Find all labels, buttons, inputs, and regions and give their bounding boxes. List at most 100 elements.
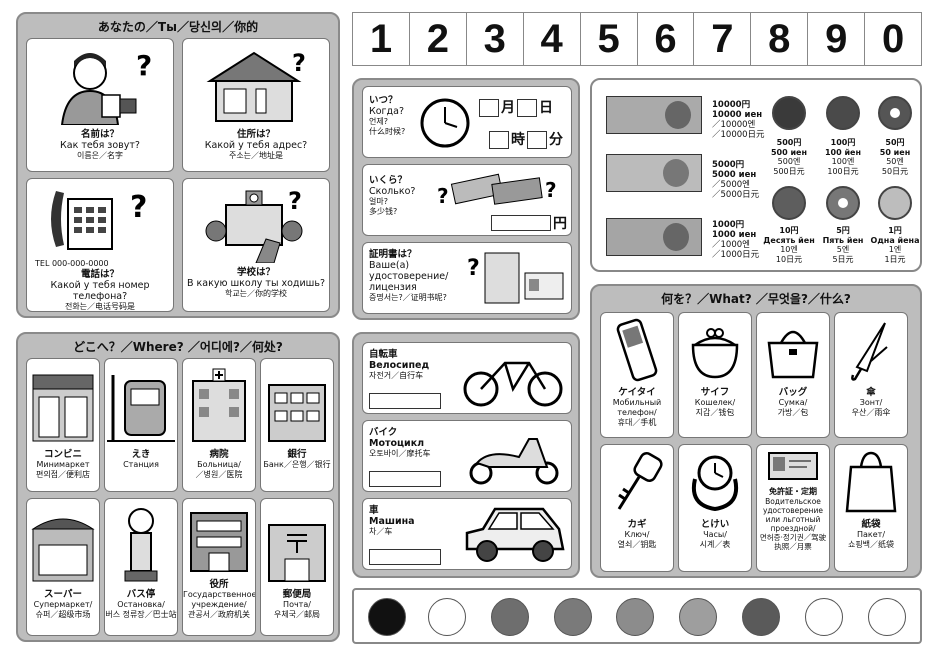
color-swatch[interactable] xyxy=(368,598,406,636)
bicycle-input[interactable] xyxy=(369,393,441,409)
number-cell[interactable]: 7 xyxy=(694,13,752,65)
car-card[interactable]: 車 Машина 차／车 xyxy=(362,498,572,570)
what-label-kr: 열쇠／钥匙 xyxy=(617,540,657,549)
name-card[interactable]: ? 名前は？ Как тебя зовут? 이름은／名字 xyxy=(26,38,174,172)
where-label-kr: 편의점／便利店 xyxy=(35,470,91,479)
what-card-bag[interactable]: バッグ Сумка/ 가방／包 xyxy=(756,312,830,438)
color-swatch[interactable] xyxy=(679,598,717,636)
color-swatch[interactable] xyxy=(805,598,843,636)
phone-card[interactable]: ? TEL 000-000-0000 電話は？ Какой у тебя ном… xyxy=(26,178,174,312)
when-label-kr: 언제? xyxy=(369,117,388,126)
id-label-ru: Ваше(а) удостоверение/ лицензия xyxy=(369,260,449,293)
what-label-kr: 휴대／手机 xyxy=(617,418,657,427)
where-label-jp: 役所 xyxy=(209,579,229,590)
what-card-watch[interactable]: とけい Часы/ 시계／表 xyxy=(678,444,752,572)
coin-100[interactable] xyxy=(826,96,860,130)
month-unit: 月 xyxy=(501,100,515,116)
address-label-ru: Какой у тебя адрес? xyxy=(204,140,308,151)
where-label-kr: 관공서／政府机关 xyxy=(187,610,251,619)
banknote-10000[interactable] xyxy=(606,96,702,134)
phone-tel-sample: TEL 000-000-0000 xyxy=(35,259,109,268)
hour-unit: 時 xyxy=(511,132,525,148)
hospital-icon xyxy=(192,368,246,442)
school-card[interactable]: ? 学校は？ В какую школу ты ходишь? 학교는／你的学校 xyxy=(182,178,330,312)
coin-50[interactable] xyxy=(878,96,912,130)
howmuch-label-cn: 多少钱? xyxy=(369,207,398,216)
bus-stop-icon xyxy=(124,508,158,582)
transport-panel: 自転車 Велосипед 자전거／自行车 バイク Мотоцикл 오토바이／… xyxy=(352,332,580,578)
motorcycle-card[interactable]: バイク Мотоцикл 오토바이／摩托车 xyxy=(362,420,572,492)
motorcycle-input[interactable] xyxy=(369,471,441,487)
umbrella-icon xyxy=(851,322,888,381)
phone-label-jp: 電話は？ xyxy=(80,269,119,280)
where-card-post-office[interactable]: 郵便局 Почта/ 우체국／邮局 xyxy=(260,498,334,636)
number-cell[interactable]: 8 xyxy=(751,13,809,65)
coin-500[interactable] xyxy=(772,96,806,130)
coin-1[interactable] xyxy=(878,186,912,220)
where-card-hospital[interactable]: 病院 Больница/ ／병원／医院 xyxy=(182,358,256,492)
where-label-ru: Банк／은행／银行 xyxy=(263,460,331,469)
where-card-station[interactable]: えき Станция xyxy=(104,358,178,492)
coin-5[interactable] xyxy=(826,186,860,220)
where-label-kr: 우체국／邮局 xyxy=(273,610,321,619)
color-swatch[interactable] xyxy=(616,598,654,636)
where-card-bank[interactable]: 銀行 Банк／은행／银行 xyxy=(260,358,334,492)
where-card-bus-stop[interactable]: バス停 Остановка/ 버스 정류장／巴士站 xyxy=(104,498,178,636)
train-icon xyxy=(107,375,175,442)
number-cell[interactable]: 3 xyxy=(467,13,524,65)
questions-panel: いつ？ Когда? 언제? 什么时候? 月日 時分 いくら？ Сколько?… xyxy=(352,78,580,320)
where-card-supermarket[interactable]: スーパー Супермаркет/ 슈퍼／超级市场 xyxy=(26,498,100,636)
address-label-jp: 住所は？ xyxy=(236,129,275,140)
address-card[interactable]: ? 住所は？ Какой у тебя адрес? 주소는／地址是 xyxy=(182,38,330,172)
where-card-city-office[interactable]: 役所 Государственное учреждение/ 관공서／政府机关 xyxy=(182,498,256,636)
color-swatch[interactable] xyxy=(491,598,529,636)
school-icon: ? xyxy=(205,187,303,264)
what-card-wallet[interactable]: サイフ Кошелек/ 지갑／钱包 xyxy=(678,312,752,438)
what-label-kr: 우산／雨伞 xyxy=(851,408,891,417)
number-cell[interactable]: 0 xyxy=(881,16,905,61)
id-card-question[interactable]: 証明書は？ Ваше(а) удостоверение/ лицензия 증명… xyxy=(362,242,572,314)
what-label-jp: サイフ xyxy=(700,387,730,398)
bicycle-card[interactable]: 自転車 Велосипед 자전거／自行车 xyxy=(362,342,572,414)
banknote-5000[interactable] xyxy=(606,154,702,192)
number-cell[interactable]: 1 xyxy=(353,13,410,65)
color-swatch[interactable] xyxy=(742,598,780,636)
what-card-phone[interactable]: ケイタイ Мобильный телефон/ 휴대／手机 xyxy=(600,312,674,438)
number-cell[interactable]: 5 xyxy=(581,13,638,65)
school-label-jp: 学校は？ xyxy=(236,267,275,278)
number-cell[interactable]: 9 xyxy=(808,13,866,65)
what-card-key[interactable]: カギ Ключ/ 열쇠／钥匙 xyxy=(600,444,674,572)
coin-10[interactable] xyxy=(772,186,806,220)
what-label-kr: 쇼핑백／纸袋 xyxy=(847,540,895,549)
where-label-ru: Станция xyxy=(123,460,159,469)
price-input[interactable] xyxy=(491,215,551,231)
svg-text:?: ? xyxy=(288,187,302,215)
number-cell[interactable]: 6 xyxy=(638,13,695,65)
color-swatch[interactable] xyxy=(554,598,592,636)
color-swatch[interactable] xyxy=(428,598,466,636)
house-icon: ? xyxy=(206,49,306,122)
number-cell[interactable]: 4 xyxy=(524,13,581,65)
number-cell[interactable]: 2 xyxy=(410,13,467,65)
color-swatch[interactable] xyxy=(868,598,906,636)
what-label-kr: 면허증·정기권／驾驶执照／月票 xyxy=(759,533,827,551)
howmuch-card[interactable]: いくら？ Сколько? 얼마? 多少钱? ? ? 円 xyxy=(362,164,572,236)
transport-label-jp: 自転車 xyxy=(369,349,398,360)
where-card-convenience[interactable]: コンビニ Минимаркет 편의점／便利店 xyxy=(26,358,100,492)
when-label-ru: Когда? xyxy=(369,106,404,117)
what-card-license[interactable]: 免許証・定期 Водительское удостоверение или ль… xyxy=(756,444,830,572)
svg-text:?: ? xyxy=(292,49,306,77)
car-input[interactable] xyxy=(369,549,441,565)
when-card[interactable]: いつ？ Когда? 언제? 什么时候? 月日 時分 xyxy=(362,86,572,158)
colors-panel xyxy=(352,588,922,644)
svg-text:?: ? xyxy=(467,256,480,281)
what-card-paper-bag[interactable]: 紙袋 Пакет/ 쇼핑백／纸袋 xyxy=(834,444,908,572)
what-card-umbrella[interactable]: 傘 Зонт/ 우산／雨伞 xyxy=(834,312,908,438)
transport-label-kr: 오토바이／摩托车 xyxy=(369,449,431,458)
when-label-jp: いつ？ xyxy=(369,95,398,106)
what-label-ru: Ключ/ xyxy=(624,530,650,539)
what-label-ru: Пакет/ xyxy=(856,530,886,539)
banknote-1000[interactable] xyxy=(606,218,702,256)
where-label-ru: Остановка/ xyxy=(117,600,165,609)
